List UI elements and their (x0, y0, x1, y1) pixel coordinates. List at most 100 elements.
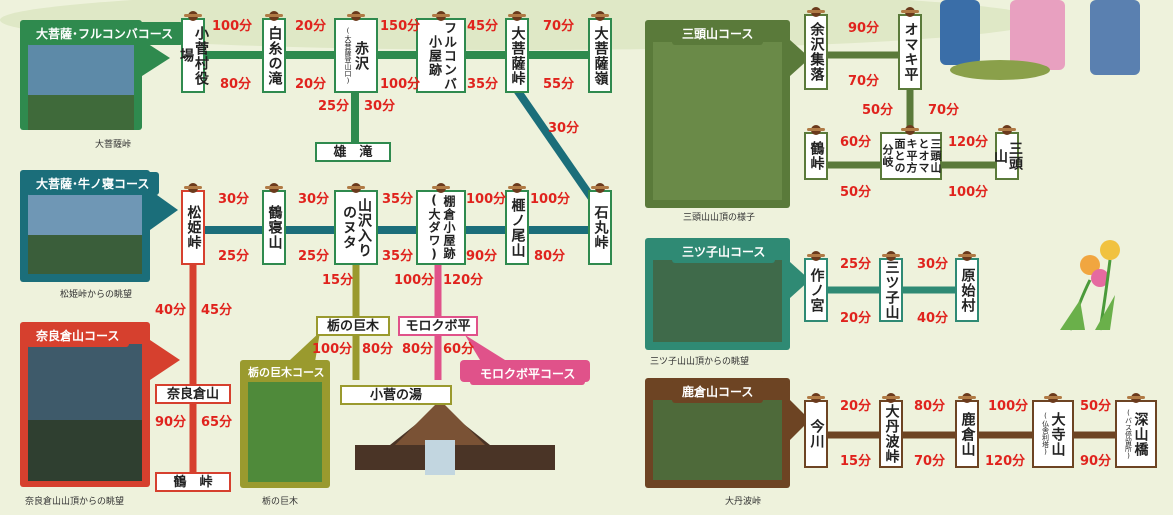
time-label: 20分 (840, 399, 872, 414)
signpost-pin (998, 125, 1016, 135)
signpost-pin (882, 393, 900, 403)
time-label: 120分 (443, 273, 484, 288)
signpost-pin (958, 393, 976, 403)
time-label: 150分 (380, 19, 421, 34)
signpost-kakura: 鹿倉山 (955, 400, 979, 468)
signpost-tsuru-toge: 鶴 峠 (155, 472, 231, 492)
signpost-furukonba: フルコンバ小屋跡 (416, 18, 466, 93)
time-label: 20分 (295, 19, 327, 34)
signpost-pin (901, 7, 919, 17)
time-label: 80分 (534, 249, 566, 264)
course-title-daibosatsu: 大菩薩･フルコンバコース (26, 22, 184, 45)
signpost-santozan: 三頭山 (992, 132, 1023, 180)
time-label: 90分 (1080, 454, 1112, 469)
signpost-tsuru-toge2: 鶴峠 (804, 132, 828, 180)
time-label: 15分 (322, 273, 354, 288)
signpost-pin (508, 183, 526, 193)
signpost-pin (347, 183, 365, 193)
time-label: 100分 (380, 77, 421, 92)
signpost-fukayama: (バス停留所)深山橋 (1115, 400, 1157, 468)
time-label: 45分 (467, 19, 499, 34)
time-label: 25分 (318, 99, 350, 114)
signpost-daiji: (仏舎利塔)大寺山 (1032, 400, 1074, 468)
signpost-pin (807, 125, 825, 135)
time-label: 90分 (466, 249, 498, 264)
signpost-narakura: 奈良倉山 (155, 384, 231, 404)
signpost-daibosatsu-rei: 大菩薩嶺 (588, 18, 612, 93)
time-label: 35分 (382, 192, 414, 207)
signpost-harajimura: 原始村 (955, 258, 979, 322)
time-label: 50分 (862, 103, 894, 118)
course-title-tochi: 栃の巨木コース (244, 362, 329, 382)
photo-caption-narakura: 奈良倉山山頂からの眺望 (25, 497, 125, 507)
time-label: 60分 (840, 135, 872, 150)
time-label: 50分 (1080, 399, 1112, 414)
signpost-pin (184, 11, 202, 21)
time-label: 120分 (948, 135, 989, 150)
time-label: 80分 (402, 342, 434, 357)
signpost-yozawa: 余沢集落 (804, 14, 828, 90)
time-label: 35分 (467, 77, 499, 92)
time-label: 45分 (201, 303, 233, 318)
time-label: 100分 (466, 192, 507, 207)
course-title-mitsugo: 三ツ子山コース (672, 240, 776, 263)
photo-caption-santozan: 三頭山山頂の様子 (683, 213, 756, 223)
signpost-ishimaru: 石丸峠 (588, 190, 612, 265)
signpost-pin (882, 251, 900, 261)
time-label: 30分 (917, 257, 949, 272)
signpost-tanakura: 棚倉小屋跡(大ダワ) (416, 190, 466, 265)
photo-caption-daibosatsu: 大菩薩峠 (95, 140, 132, 150)
time-label: 20分 (295, 77, 327, 92)
time-label: 70分 (928, 103, 960, 118)
time-label: 55分 (543, 77, 575, 92)
signpost-enoki: 榧ノ尾山 (505, 190, 529, 265)
signpost-kosuge-yakuba: 小菅村役場 (178, 18, 209, 93)
signpost-pin (432, 183, 450, 193)
signpost-pin (807, 7, 825, 17)
signpost-tochi-kyoboku: 栃の巨木 (316, 316, 390, 336)
signpost-matsuhime: 松姫峠 (181, 190, 205, 265)
signpost-odaki: 雄 滝 (315, 142, 391, 162)
time-label: 70分 (914, 454, 946, 469)
signpost-pin (958, 251, 976, 261)
signpost-yamasawa: 山沢入りのヌタ (334, 190, 378, 265)
time-label: 30分 (298, 192, 330, 207)
signpost-pin (184, 183, 202, 193)
signpost-tsurune: 鶴寝山 (262, 190, 286, 265)
signpost-bunki: 三頭山とオマキ平方面との分岐 (880, 132, 942, 180)
signpost-pin (807, 251, 825, 261)
signpost-pin (265, 11, 283, 21)
time-label: 30分 (364, 99, 396, 114)
signpost-pin (591, 183, 609, 193)
signpost-sakunomiya: 作ノ宮 (804, 258, 828, 322)
signpost-akasawa: (大菩薩登山口)赤沢 (334, 18, 378, 93)
signpost-pin (432, 11, 450, 21)
time-label: 80分 (220, 77, 252, 92)
signpost-kosuge-yu: 小菅の湯 (340, 385, 452, 405)
time-label: 20分 (840, 311, 872, 326)
time-label: 70分 (848, 74, 880, 89)
signpost-pin (347, 11, 365, 21)
time-label: 50分 (840, 185, 872, 200)
course-title-kakura: 鹿倉山コース (672, 380, 764, 403)
signpost-mitsugoyama: 三ツ子山 (879, 258, 903, 322)
signpost-pin (807, 393, 825, 403)
signpost-pin (1044, 393, 1062, 403)
time-label: 100分 (212, 19, 253, 34)
time-label: 30分 (218, 192, 250, 207)
signpost-pin (901, 125, 919, 135)
time-label: 100分 (312, 342, 353, 357)
time-label: 70分 (543, 19, 575, 34)
time-label: 90分 (848, 21, 880, 36)
photo-caption-mitsugo: 三ツ子山山頂からの眺望 (650, 357, 750, 367)
photo-caption-tochi: 栃の巨木 (262, 497, 299, 507)
course-title-ushinone: 大菩薩･牛ノ寝コース (26, 172, 160, 195)
course-title-santozan: 三頭山コース (672, 22, 764, 45)
signpost-pin (591, 11, 609, 21)
course-title-narakura: 奈良倉山コース (26, 324, 130, 347)
time-label: 60分 (443, 342, 475, 357)
signpost-pin (265, 183, 283, 193)
time-label: 30分 (548, 121, 580, 136)
